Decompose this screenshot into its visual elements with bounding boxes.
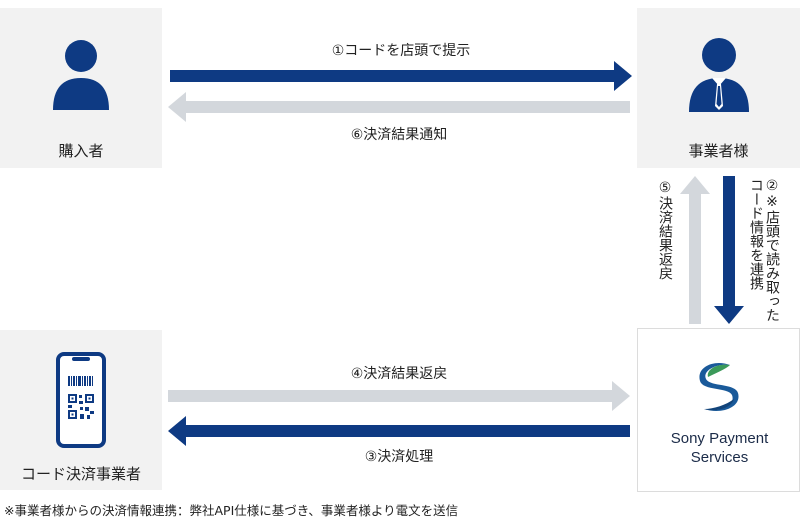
arrow-step4-label: ④決済結果返戻 bbox=[350, 366, 448, 382]
merchant-box: 事業者様 bbox=[637, 8, 800, 168]
arrow-step1 bbox=[170, 61, 632, 91]
arrow-step5-label: ⑤決済結果返戻 bbox=[657, 180, 673, 280]
code-provider-box: コード決済事業者 bbox=[0, 330, 162, 490]
footnote: ※事業者様からの決済情報連携：弊社API仕様に基づき、事業者様より電文を送信 bbox=[4, 503, 459, 518]
arrow-step2-label: ②※店頭で読み取ったコード情報を連携 bbox=[748, 178, 780, 322]
merchant-label: 事業者様 bbox=[688, 142, 749, 160]
arrow-step5 bbox=[680, 176, 710, 324]
arrow-step6-label: ⑥決済結果通知 bbox=[350, 127, 448, 143]
arrow-step4 bbox=[168, 381, 630, 411]
buyer-label: 購入者 bbox=[58, 142, 104, 160]
arrow-step2 bbox=[714, 176, 744, 324]
arrow-step6 bbox=[168, 92, 630, 122]
person-icon bbox=[53, 40, 109, 110]
sps-logo-line2: Services bbox=[690, 449, 749, 466]
sps-logo-text: Sony Payment Services bbox=[638, 429, 800, 467]
code-provider-label: コード決済事業者 bbox=[20, 465, 141, 483]
arrow-step3-label: ③決済処理 bbox=[364, 449, 434, 465]
buyer-box: 購入者 bbox=[0, 8, 162, 168]
sps-box: Sony Payment Services bbox=[637, 328, 800, 492]
smartphone-qr-icon bbox=[56, 352, 106, 448]
arrow-step1-label: ①コードを店頭で提示 bbox=[331, 43, 471, 59]
sps-logo-line1: Sony Payment bbox=[670, 430, 769, 447]
businessman-icon bbox=[689, 38, 749, 112]
arrow-step3 bbox=[168, 416, 630, 446]
sps-logo-icon bbox=[699, 362, 739, 412]
